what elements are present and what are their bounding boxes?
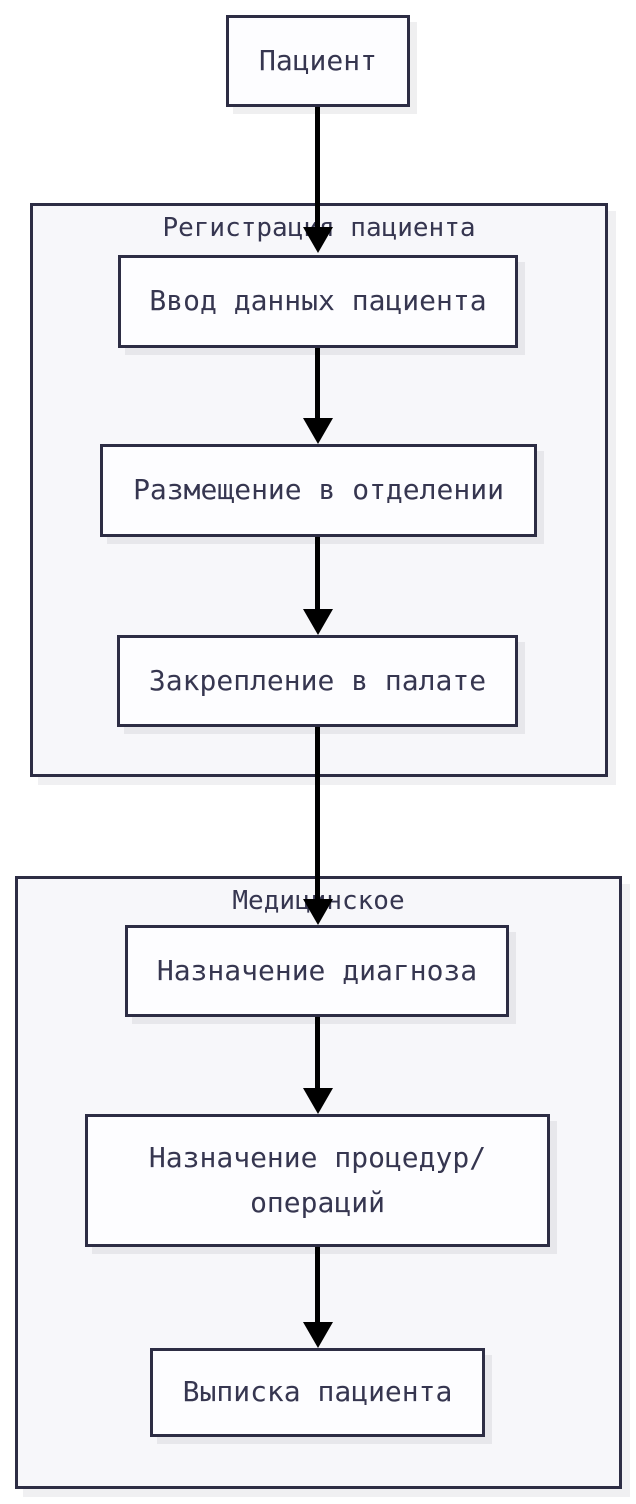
arrowhead-down-icon	[303, 899, 333, 925]
node-patient-discharge: Выписка пациента	[150, 1348, 485, 1437]
node-patient: Пациент	[226, 15, 410, 107]
node-diagnosis: Назначение диагноза	[125, 925, 509, 1017]
node-department-placement-label: Размещение в отделении	[133, 473, 504, 507]
node-patient-discharge-label: Выписка пациента	[182, 1375, 453, 1409]
node-procedures-operations-label: Назначение процедур/ операций	[148, 1140, 487, 1219]
node-patient-label: Пациент	[258, 43, 377, 77]
arrowhead-down-icon	[303, 1322, 333, 1348]
node-department-placement: Размещение в отделении	[100, 444, 537, 537]
node-ward-assignment-label: Закрепление в палате	[148, 663, 487, 697]
arrow-line	[315, 1017, 320, 1090]
arrowhead-down-icon	[303, 1088, 333, 1114]
node-ward-assignment: Закрепление в палате	[117, 635, 518, 727]
arrow-line	[315, 537, 320, 611]
arrowhead-down-icon	[303, 227, 333, 253]
node-data-entry: Ввод данных пациента	[118, 255, 518, 348]
arrowhead-down-icon	[303, 609, 333, 635]
node-diagnosis-label: Назначение диагноза	[156, 953, 478, 987]
node-data-entry-label: Ввод данных пациента	[149, 284, 487, 318]
arrow-line	[315, 107, 320, 231]
arrow-line	[315, 727, 320, 901]
node-procedures-operations: Назначение процедур/ операций	[85, 1114, 550, 1247]
arrow-line	[315, 348, 320, 420]
arrow-line	[315, 1247, 320, 1324]
arrowhead-down-icon	[303, 418, 333, 444]
